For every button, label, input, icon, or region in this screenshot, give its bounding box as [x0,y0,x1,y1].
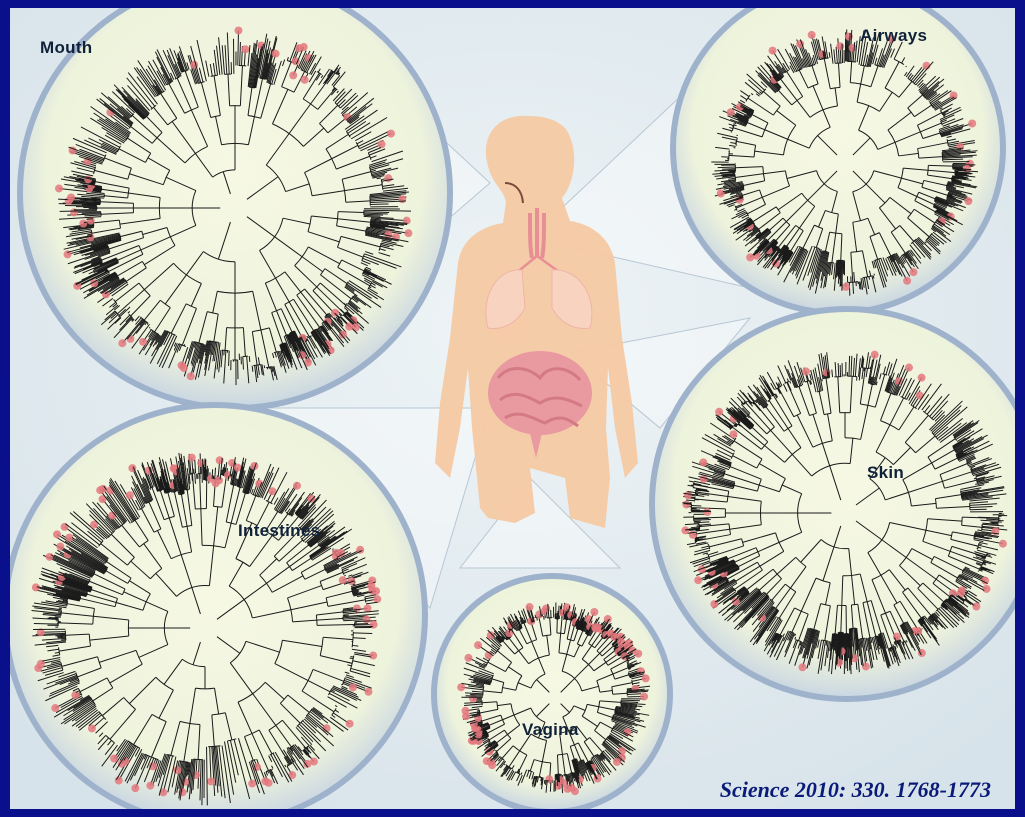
airways-label: Airways [860,26,927,46]
circle-intestines [10,405,425,809]
citation: Science 2010: 330. 1768-1773 [720,777,991,803]
vagina-label: Vagina [522,720,579,740]
illustration [10,8,1015,809]
intestines-label: Intestines [238,521,320,541]
circle-vagina [434,576,670,809]
circle-airways [673,8,1003,313]
figure-panel: Mouth Airways Skin Intestines Vagina Sci… [10,8,1015,809]
mouth-label: Mouth [40,38,92,58]
skin-label: Skin [867,463,904,483]
circle-mouth [20,8,450,408]
circle-skin [652,309,1015,699]
